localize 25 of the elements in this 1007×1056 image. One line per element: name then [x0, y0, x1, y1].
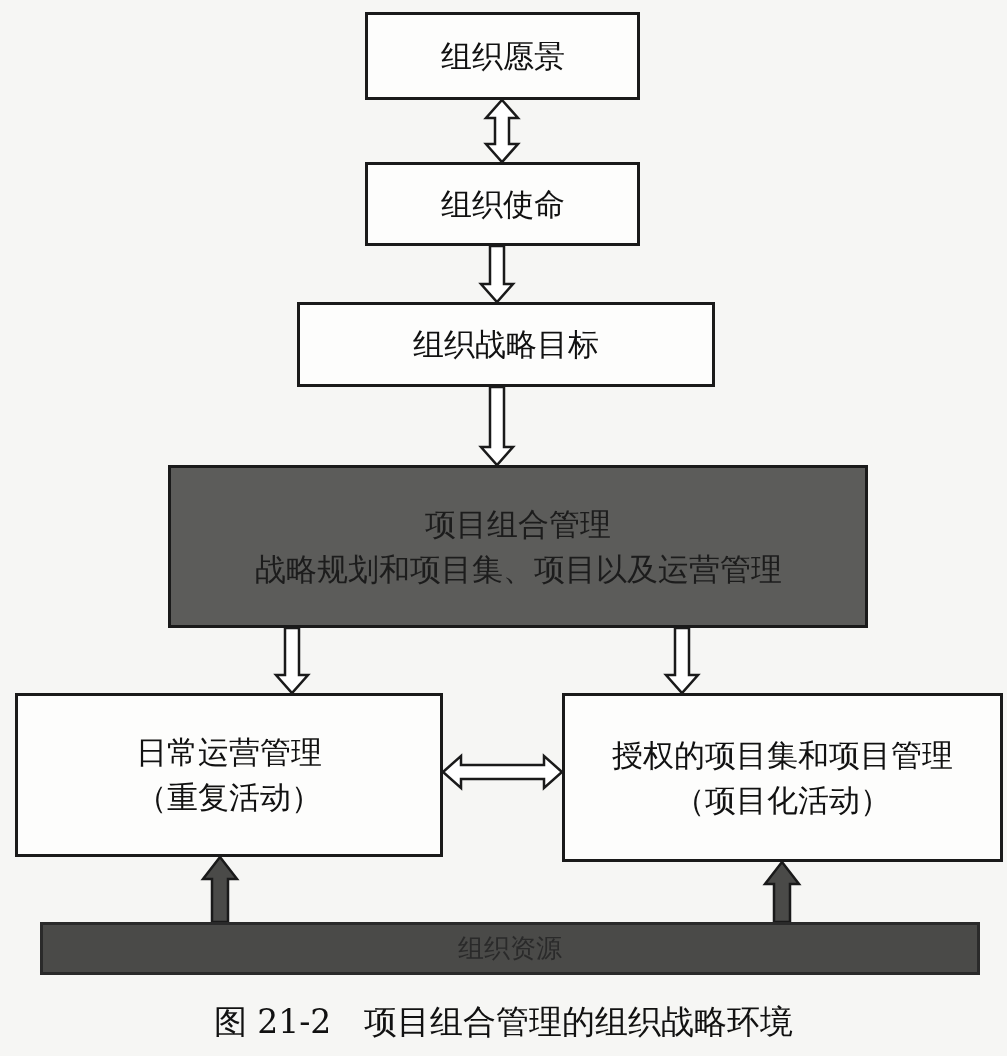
arrow [441, 753, 564, 791]
box-subtitle: （项目化活动） [674, 780, 891, 820]
arrow [273, 626, 311, 695]
box-label: 组织战略目标 [413, 325, 599, 365]
process-box [562, 693, 1003, 862]
box-subtitle: （重复活动） [136, 778, 322, 817]
arrow [478, 385, 516, 467]
arrow [483, 98, 521, 164]
process-box [365, 12, 640, 100]
box-label: 组织使命 [440, 184, 565, 224]
box-title: 项目组合管理 [425, 504, 611, 544]
arrow [663, 626, 701, 695]
process-box [168, 465, 868, 628]
arrow [478, 244, 516, 304]
arrow [200, 854, 240, 924]
process-box [297, 302, 715, 387]
process-box [15, 693, 443, 857]
arrow [762, 859, 802, 924]
box-label: 组织愿景 [440, 36, 565, 76]
box-title: 授权的项目集和项目管理 [612, 735, 953, 775]
resource-bar [40, 922, 980, 975]
box-title: 日常运营管理 [136, 733, 322, 773]
box-subtitle: 战略规划和项目集、项目以及运营管理 [254, 549, 782, 589]
caption: 图 21-2 项目组合管理的组织战略环境 [212, 1001, 795, 1043]
process-box [365, 162, 640, 246]
